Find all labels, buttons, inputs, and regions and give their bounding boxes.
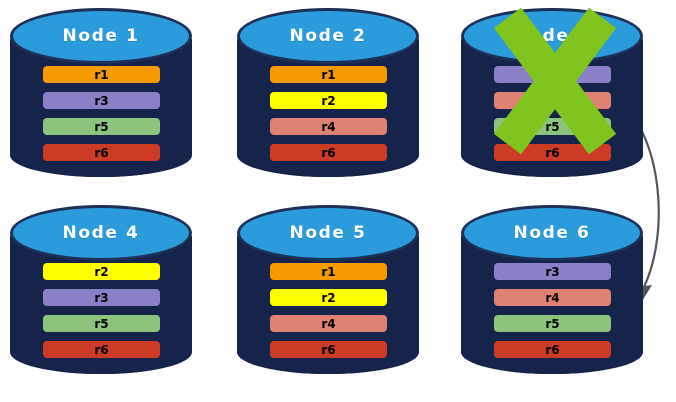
node-title: Node 3 xyxy=(513,26,591,46)
record-label: r3 xyxy=(545,67,560,82)
record-label: r3 xyxy=(94,93,109,108)
record-label: r2 xyxy=(321,93,336,108)
node-cylinder-1[interactable]: r1 r3 r5 r6 Node 1 xyxy=(10,8,192,191)
record-label: r4 xyxy=(545,93,560,108)
node-cylinder-5[interactable]: r1 r2 r4 r6 Node 5 xyxy=(237,205,419,388)
record-bar[interactable]: r1 xyxy=(270,263,387,280)
record-label: r2 xyxy=(321,290,336,305)
node-cylinder-6[interactable]: r3 r4 r5 r6 Node 6 xyxy=(461,205,643,388)
record-bar[interactable]: r4 xyxy=(270,315,387,332)
record-list: r1 r3 r5 r6 xyxy=(43,66,160,161)
record-label: r5 xyxy=(545,119,560,134)
record-label: r6 xyxy=(321,145,336,160)
record-label: r4 xyxy=(545,290,560,305)
node-title: Node 2 xyxy=(289,26,367,46)
node-title: Node 5 xyxy=(289,223,367,243)
record-bar[interactable]: r5 xyxy=(494,118,611,135)
record-list: r1 r2 r4 r6 xyxy=(270,66,387,161)
cylinder-top: Node 3 xyxy=(461,8,643,64)
record-label: r5 xyxy=(94,316,109,331)
record-bar[interactable]: r3 xyxy=(43,289,160,306)
record-label: r5 xyxy=(545,316,560,331)
record-label: r3 xyxy=(94,290,109,305)
record-list: r3 r4 r5 r6 xyxy=(494,66,611,161)
node-title: Node 4 xyxy=(62,223,140,243)
record-label: r6 xyxy=(545,145,560,160)
record-bar[interactable]: r4 xyxy=(494,289,611,306)
record-bar[interactable]: r2 xyxy=(270,92,387,109)
record-list: r1 r2 r4 r6 xyxy=(270,263,387,358)
node-title: Node 1 xyxy=(62,26,140,46)
record-bar[interactable]: r2 xyxy=(270,289,387,306)
record-list: r2 r3 r5 r6 xyxy=(43,263,160,358)
record-bar[interactable]: r3 xyxy=(494,263,611,280)
cylinder-top: Node 4 xyxy=(10,205,192,261)
record-bar[interactable]: r5 xyxy=(43,118,160,135)
record-list: r3 r4 r5 r6 xyxy=(494,263,611,358)
record-label: r1 xyxy=(321,264,336,279)
record-bar[interactable]: r4 xyxy=(494,92,611,109)
record-label: r6 xyxy=(94,145,109,160)
record-bar[interactable]: r6 xyxy=(494,341,611,358)
record-label: r6 xyxy=(321,342,336,357)
record-label: r6 xyxy=(545,342,560,357)
node-title: Node 6 xyxy=(513,223,591,243)
record-label: r2 xyxy=(94,264,109,279)
cylinder-top: Node 6 xyxy=(461,205,643,261)
record-bar[interactable]: r4 xyxy=(270,118,387,135)
record-bar[interactable]: r1 xyxy=(270,66,387,83)
node-cylinder-3[interactable]: r3 r4 r5 r6 Node 3 xyxy=(461,7,643,191)
record-bar[interactable]: r6 xyxy=(43,341,160,358)
node-cylinder-4[interactable]: r2 r3 r5 r6 Node 4 xyxy=(10,205,192,388)
record-bar[interactable]: r5 xyxy=(43,315,160,332)
record-label: r3 xyxy=(545,264,560,279)
record-bar[interactable]: r6 xyxy=(270,144,387,161)
record-bar[interactable]: r6 xyxy=(494,144,611,161)
record-bar[interactable]: r6 xyxy=(270,341,387,358)
cylinder-top: Node 2 xyxy=(237,8,419,64)
record-label: r4 xyxy=(321,119,336,134)
cylinder-top: Node 5 xyxy=(237,205,419,261)
record-bar[interactable]: r2 xyxy=(43,263,160,280)
record-bar[interactable]: r1 xyxy=(43,66,160,83)
record-bar[interactable]: r5 xyxy=(494,315,611,332)
record-label: r1 xyxy=(321,67,336,82)
node-cylinder-2[interactable]: r1 r2 r4 r6 Node 2 xyxy=(237,8,419,191)
record-bar[interactable]: r3 xyxy=(43,92,160,109)
record-label: r1 xyxy=(94,67,109,82)
record-label: r5 xyxy=(94,119,109,134)
record-label: r6 xyxy=(94,342,109,357)
record-bar[interactable]: r6 xyxy=(43,144,160,161)
record-bar[interactable]: r3 xyxy=(494,66,611,83)
record-label: r4 xyxy=(321,316,336,331)
cylinder-top: Node 1 xyxy=(10,8,192,64)
